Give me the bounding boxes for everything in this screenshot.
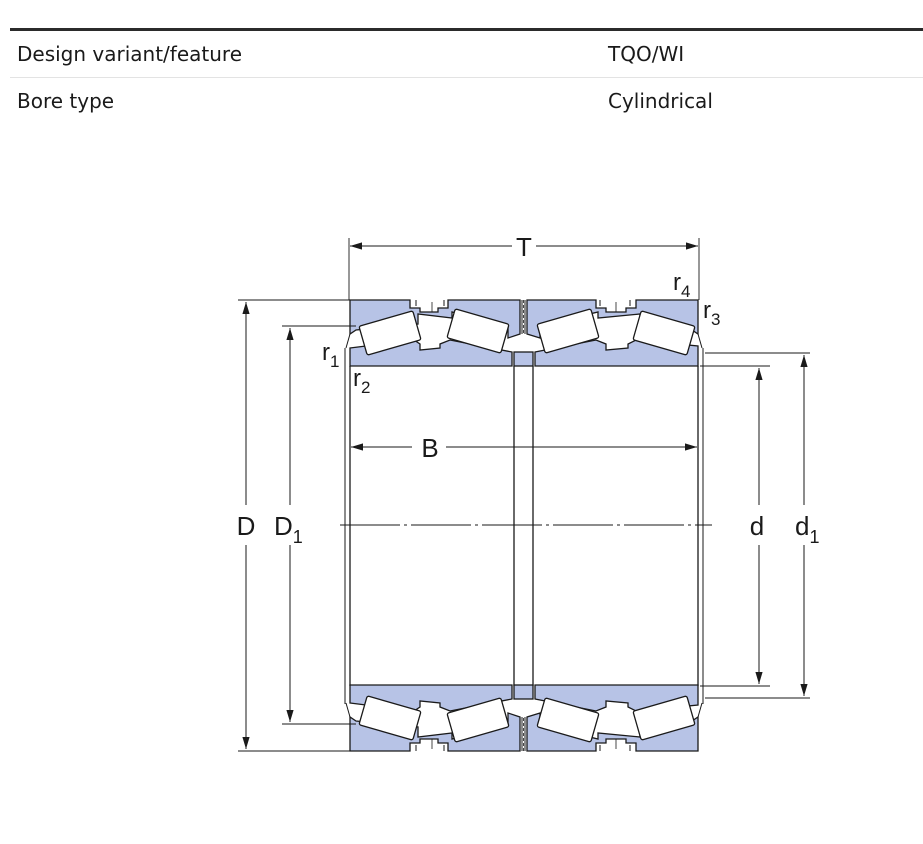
label-T: T — [516, 232, 532, 262]
spec-row-bore-type: Bore type Cylindrical — [10, 77, 923, 124]
label-D: D — [237, 511, 256, 541]
dimension-labels: T B D D1 d d1 r1 r2 r3 r4 — [237, 232, 820, 547]
spec-label: Design variant/feature — [17, 42, 242, 66]
label-B: B — [421, 433, 438, 463]
spec-row-design-variant: Design variant/feature TQO/WI — [10, 31, 923, 77]
label-r3: r3 — [703, 297, 720, 329]
label-d: d — [750, 511, 764, 541]
spec-value: Cylindrical — [608, 89, 713, 113]
spec-value: TQO/WI — [608, 42, 685, 66]
label-r2: r2 — [353, 365, 370, 397]
label-r4: r4 — [673, 269, 690, 301]
label-D1: D1 — [274, 511, 303, 547]
top-raceway — [345, 299, 703, 367]
bearing-body — [344, 348, 704, 704]
label-d1: d1 — [795, 511, 819, 547]
bottom-raceway — [345, 684, 703, 752]
spec-label: Bore type — [17, 89, 115, 113]
extension-lines — [238, 238, 810, 752]
label-r1: r1 — [322, 339, 339, 371]
dimension-lines — [242, 242, 808, 749]
spec-table: Design variant/feature TQO/WI Bore type … — [10, 28, 923, 124]
